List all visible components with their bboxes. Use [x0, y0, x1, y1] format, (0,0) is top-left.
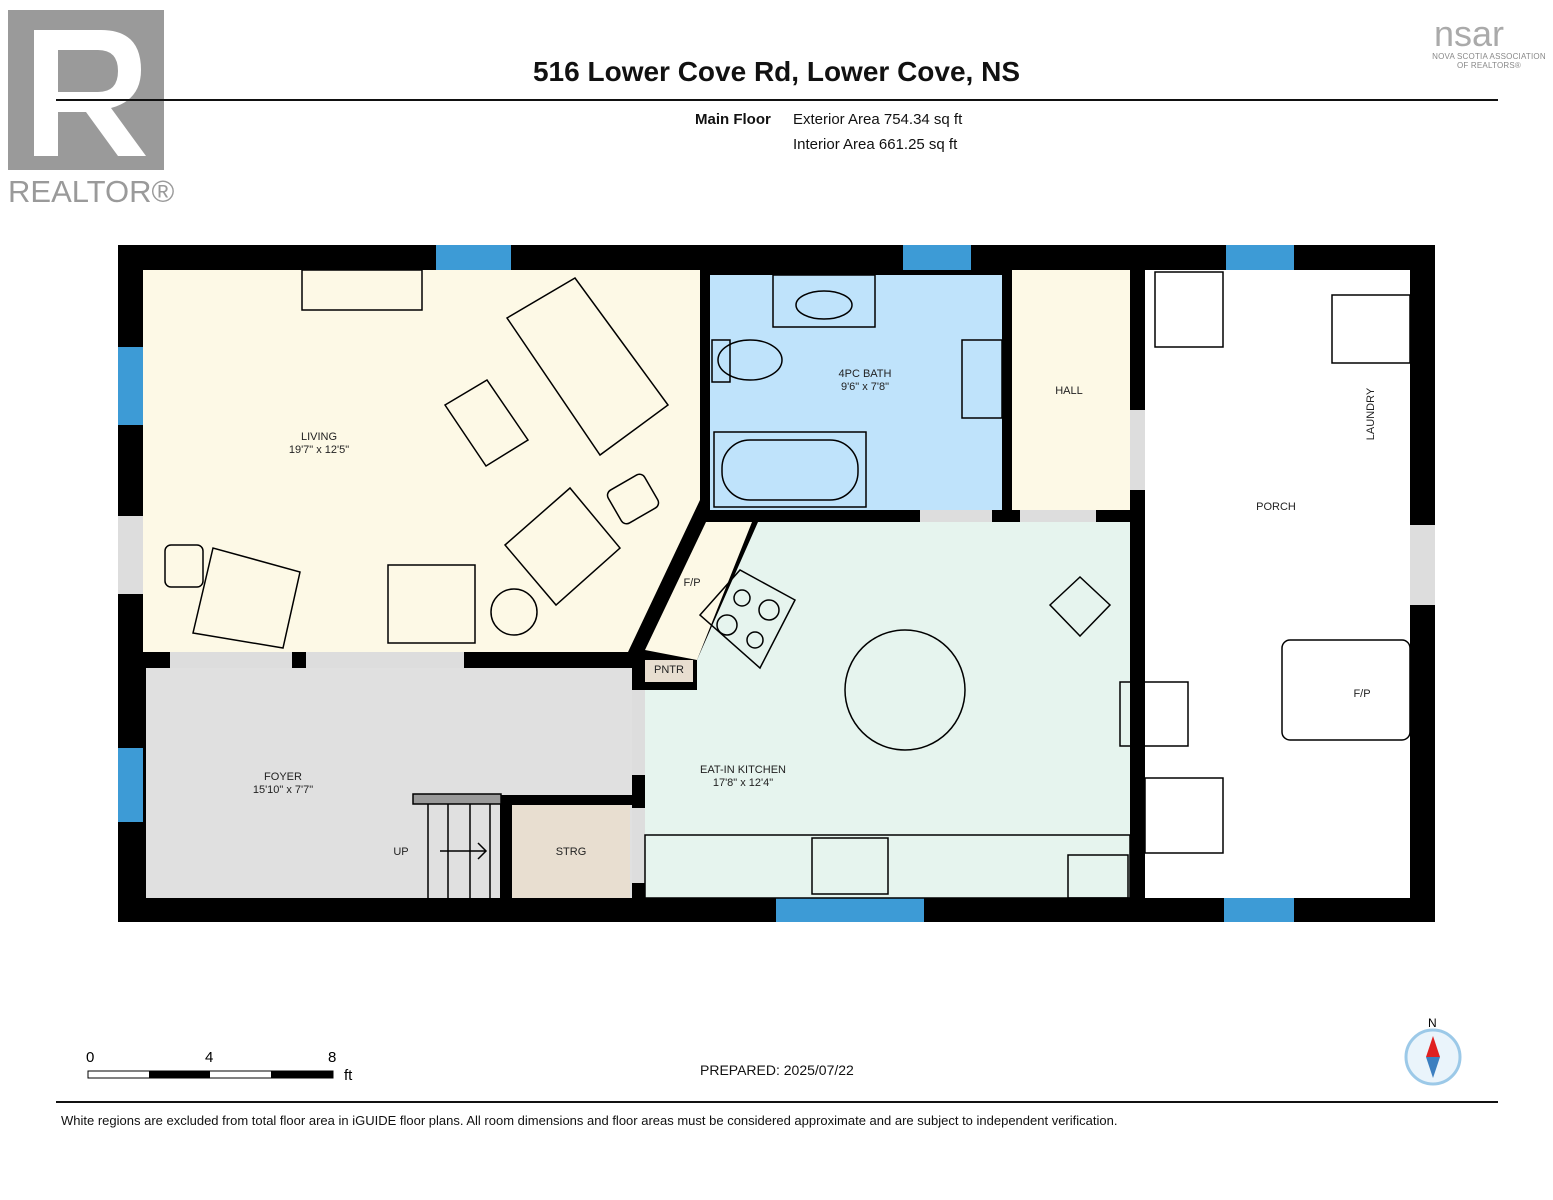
room-storage	[512, 805, 630, 898]
scale-unit: ft	[344, 1067, 353, 1084]
compass-north: N	[1428, 1016, 1437, 1030]
porch-label: PORCH	[1256, 501, 1296, 513]
room-pantry	[645, 660, 693, 682]
pantry-label: PNTR	[654, 664, 684, 676]
fixtures	[164, 269, 1411, 899]
kitchen-label: EAT-IN KITCHEN	[700, 764, 786, 776]
bath-dims: 9'6" x 7'8"	[841, 381, 889, 393]
door-openings	[118, 410, 1435, 883]
realtor-logo: REALTOR®	[6, 8, 186, 218]
floor-name: Main Floor	[695, 111, 771, 128]
header-divider	[56, 99, 1498, 101]
porch-fp-label: F/P	[1353, 688, 1370, 700]
storage-wall	[500, 795, 632, 805]
scale-tick-0: 0	[86, 1049, 94, 1066]
page-title: 516 Lower Cove Rd, Lower Cove, NS	[532, 56, 1021, 87]
nsar-logo: nsar NOVA SCOTIA ASSOCIATION OF REALTORS…	[1428, 10, 1550, 70]
windows	[118, 245, 1294, 922]
laundry-label: LAUNDRY	[1365, 387, 1377, 440]
kitchen-dims: 17'8" x 12'4"	[713, 777, 773, 789]
scale-bar: 0 4 8 ft	[86, 1049, 353, 1084]
room-hall	[1012, 270, 1130, 510]
stairs-label: UP	[393, 846, 408, 858]
footer-divider	[56, 1101, 1498, 1103]
disclaimer: White regions are excluded from total fl…	[61, 1113, 1118, 1128]
room-porch	[1145, 270, 1410, 898]
scale-tick-4: 4	[205, 1049, 213, 1066]
room-kitchen	[645, 522, 1130, 898]
storage-label: STRG	[556, 846, 587, 858]
foyer-dims: 15'10" x 7'7"	[253, 784, 313, 796]
foyer-label: FOYER	[264, 771, 302, 783]
room-fireplace	[645, 522, 752, 660]
stairs	[412, 793, 502, 898]
hall-label: HALL	[1055, 385, 1083, 397]
nsar-subtitle: NOVA SCOTIA ASSOCIATION OF REALTORS®	[1432, 52, 1546, 70]
compass-icon: N	[1404, 1016, 1462, 1086]
storage-wall	[500, 795, 512, 898]
room-living	[143, 270, 700, 652]
exterior-area: Exterior Area 754.34 sq ft	[793, 111, 963, 128]
bath-label: 4PC BATH	[839, 368, 892, 380]
interior-area: Interior Area 661.25 sq ft	[793, 136, 958, 153]
nsar-wordmark: nsar	[1434, 13, 1504, 52]
scale-tick-8: 8	[328, 1049, 336, 1066]
realtor-wordmark: REALTOR®	[8, 174, 175, 209]
fp-label: F/P	[683, 577, 700, 589]
prepared-date: PREPARED: 2025/07/22	[700, 1062, 854, 1078]
living-dims: 19'7" x 12'5"	[289, 444, 349, 456]
living-label: LIVING	[301, 431, 337, 443]
